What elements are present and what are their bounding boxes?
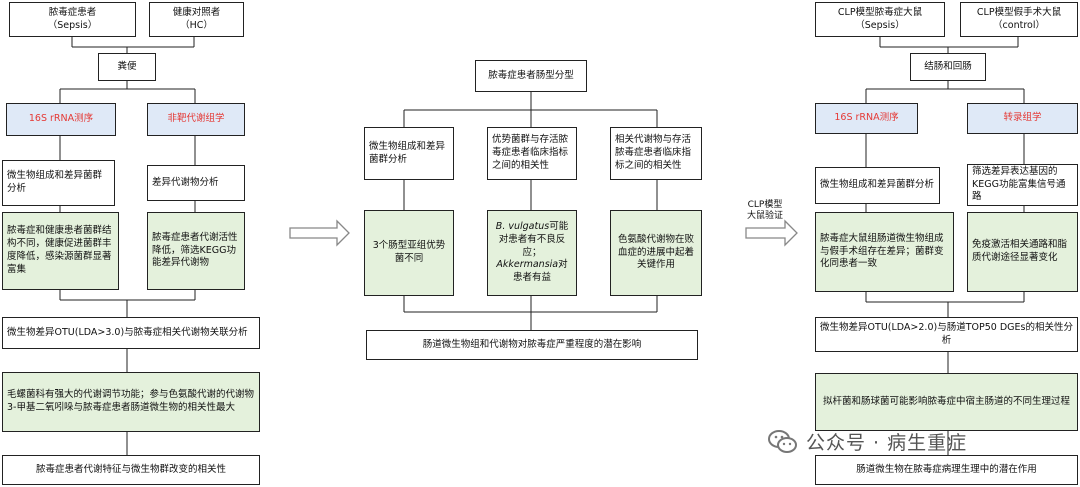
mid-metabolite-correlation-box: 相关代谢物与存活脓毒症患者临床指标之间的相关性 [610, 127, 702, 180]
untargeted-metabolomics-box: 非靶代谢组学 [147, 103, 245, 136]
colon-ileum-sample-box: 结肠和回肠 [910, 53, 986, 81]
mid-finding-2-text-1: 可能对患者有不良反应； [498, 220, 569, 258]
16s-rrna-method-box: 16S rRNA测序 [6, 103, 116, 136]
right-microbial-analysis-box: 微生物组成和差异菌群分析 [815, 167, 940, 204]
left-finding-2-box: 脓毒症患者代谢活性降低，筛选KEGG功能差异代谢物 [147, 212, 245, 290]
left-final-box: 脓毒症患者代谢特征与微生物群改变的相关性 [2, 455, 260, 485]
bacteroides-vulgatus-name: B. vulgatus [495, 220, 550, 232]
left-conclusion-box: 毛螺菌科有强大的代谢调节功能；参与色氨酸代谢的代谢物3-甲基二氧吲哚与脓毒症患者… [2, 372, 260, 432]
right-conclusion-box: 拟杆菌和肠球菌可能影响脓毒症中宿主肠道的不同生理过程 [815, 373, 1078, 431]
left-microbial-analysis-box: 微生物组成和差异菌群分析 [2, 160, 115, 206]
left-finding-1-box: 脓毒症和健康患者菌群结构不同，健康促进菌群丰度降低，感染源菌群显著富集 [2, 212, 119, 290]
watermark-text: 公众号 · 病生重症 [806, 432, 968, 454]
right-16s-method-box: 16S rRNA测序 [815, 103, 918, 134]
clp-sepsis-rats-box: CLP模型脓毒症大鼠 （Sepsis） [815, 2, 945, 37]
right-association-box: 微生物差异OTU(LDA>2.0)与肠道TOP50 DGEs的相关性分析 [815, 317, 1078, 352]
clp-sham-rats-box: CLP模型假手术大鼠 （control） [960, 2, 1078, 37]
right-finding-1-box: 脓毒症大鼠组肠道微生物组成与假手术组存在差异；菌群变化同患者一致 [815, 212, 954, 292]
enterotype-classification-box: 脓毒症患者肠型分型 [475, 60, 587, 92]
healthy-controls-box: 健康对照者 （HC） [149, 2, 244, 37]
transcriptomics-method-box: 转录组学 [967, 103, 1078, 134]
left-metabolite-analysis-box: 差异代谢物分析 [147, 165, 245, 201]
arrow-middle-to-right [745, 219, 798, 247]
mid-finding-1-box: 3个肠型亚组优势菌不同 [364, 210, 454, 296]
mid-final-box: 肠道微生物组和代谢物对脓毒症严重程度的潜在影响 [366, 330, 698, 360]
mid-microbial-analysis-box: 微生物组成和差异菌群分析 [364, 127, 454, 180]
sepsis-patients-box: 脓毒症患者 （Sepsis） [9, 2, 136, 37]
right-final-box: 肠道微生物在脓毒症病理生理中的潜在作用 [815, 455, 1078, 485]
right-finding-2-box: 免疫激活相关通路和脂质代谢途径显著变化 [967, 212, 1078, 292]
right-kegg-analysis-box: 筛选差异表达基因的KEGG功能富集信号通路 [967, 164, 1078, 206]
mid-dominant-flora-correlation-box: 优势菌群与存活脓毒症患者临床指标之间的相关性 [487, 127, 577, 180]
mid-finding-2-text-2: 对患者有益 [512, 259, 568, 284]
wechat-icon [768, 430, 797, 453]
clp-validation-label: CLP模型 大鼠验证 [746, 200, 783, 222]
akkermansia-name: Akkermansia [496, 259, 559, 271]
mid-finding-2-box: B. vulgatus可能对患者有不良反应；Akkermansia对患者有益 [487, 210, 577, 296]
left-association-box: 微生物差异OTU(LDA>3.0)与脓毒症相关代谢物关联分析 [2, 317, 260, 349]
feces-sample-box: 粪便 [98, 53, 156, 81]
arrow-left-to-middle [289, 219, 350, 247]
mid-finding-3-box: 色氨酸代谢物在败血症的进展中起着关键作用 [610, 210, 702, 296]
